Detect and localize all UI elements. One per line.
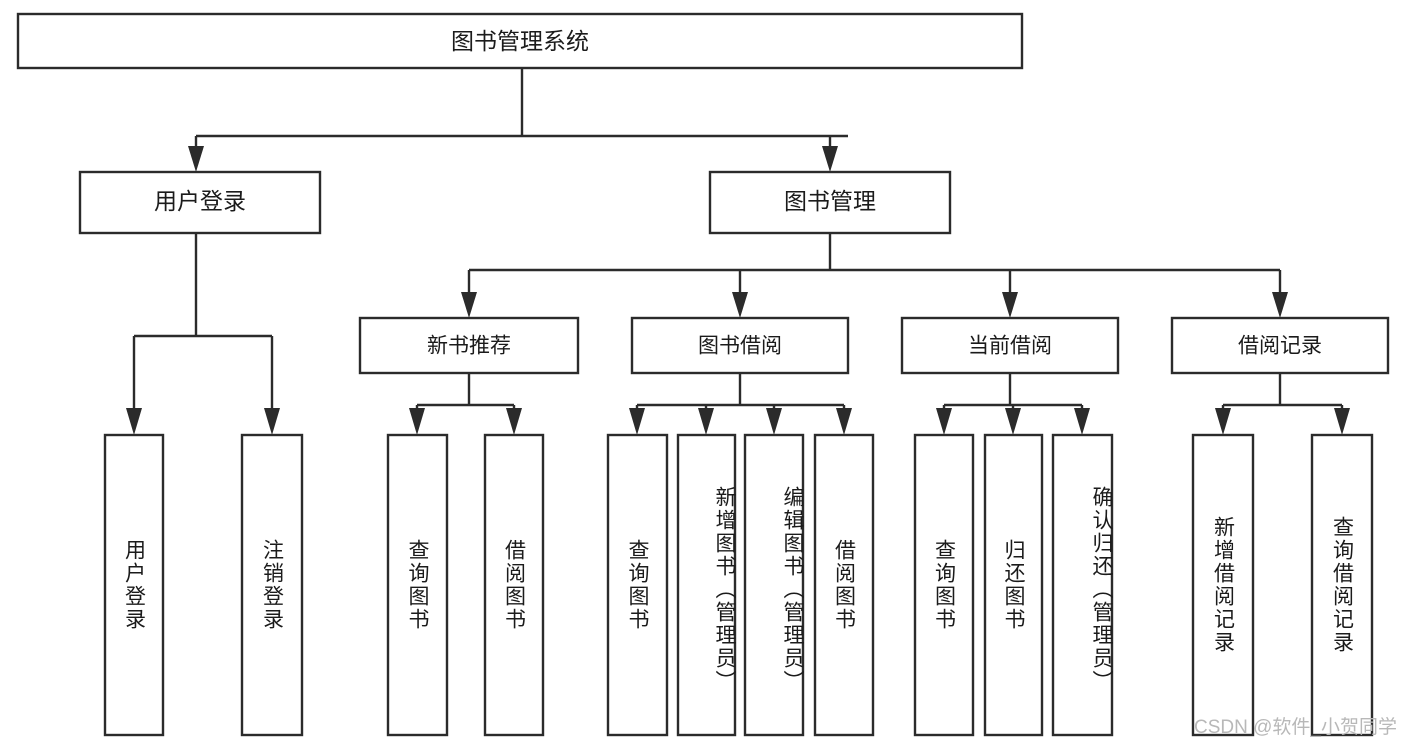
node-borrow-record-box[interactable] [1170, 316, 1390, 375]
node-leaf-query-book-2-box[interactable] [606, 433, 669, 737]
node-leaf-add-book-box[interactable] [676, 433, 737, 737]
csdn-watermark: CSDN @软件_小贺同学 [1194, 717, 1397, 738]
node-current-borrow-label: 当前借阅 [968, 335, 1052, 358]
node-book-borrow-label: 图书借阅 [698, 335, 782, 358]
node-leaf-return-book-box[interactable] [983, 433, 1044, 737]
node-root-label: 图书管理系统 [451, 28, 589, 54]
node-leaf-add-record-box[interactable] [1191, 433, 1255, 737]
arrow-head-leaf-borrow-book-2 [836, 408, 852, 435]
node-borrow-record[interactable]: 借阅记录 [1170, 316, 1390, 375]
node-current-borrow-box[interactable] [900, 316, 1120, 375]
arrow-head-book-management [822, 146, 838, 172]
node-new-book-recommend[interactable]: 新书推荐 [358, 316, 580, 375]
node-leaf-user-login-box[interactable] [103, 433, 165, 737]
arrow-head-leaf-edit-book [766, 408, 782, 435]
arrow-head-leaf-add-book [698, 408, 714, 435]
node-book-borrow-box[interactable] [630, 316, 850, 375]
node-borrow-record-label: 借阅记录 [1238, 335, 1322, 358]
arrow-head-current-borrow [1002, 292, 1018, 318]
node-book-management-box[interactable] [708, 170, 952, 235]
node-user-login-box[interactable] [78, 170, 322, 235]
arrow-head-leaf-logout [264, 408, 280, 435]
arrow-head-user-login [188, 146, 204, 172]
arrow-head-leaf-query-record [1334, 408, 1350, 435]
arrow-head-leaf-query-book-2 [629, 408, 645, 435]
node-leaf-query-book-3-box[interactable] [913, 433, 975, 737]
node-user-login[interactable]: 用户登录 [78, 170, 322, 235]
arrow-head-leaf-add-record [1215, 408, 1231, 435]
node-leaf-borrow-book-2-box[interactable] [813, 433, 875, 737]
node-book-management-label: 图书管理 [784, 188, 876, 214]
arrow-head-leaf-return-book [1005, 408, 1021, 435]
node-leaf-borrow-book-1-box[interactable] [483, 433, 545, 737]
node-root[interactable]: 图书管理系统 [16, 12, 1024, 70]
node-leaf-confirm-return-box[interactable] [1051, 433, 1114, 737]
arrow-head-leaf-query-book-3 [936, 408, 952, 435]
node-new-book-recommend-label: 新书推荐 [427, 335, 511, 358]
node-book-borrow[interactable]: 图书借阅 [630, 316, 850, 375]
node-current-borrow[interactable]: 当前借阅 [900, 316, 1120, 375]
node-new-book-recommend-box[interactable] [358, 316, 580, 375]
connector-layer [126, 68, 1350, 435]
arrow-head-leaf-query-book-1 [409, 408, 425, 435]
node-leaf-query-record-box[interactable] [1310, 433, 1374, 737]
node-leaf-query-book-1-box[interactable] [386, 433, 449, 737]
arrow-head-book-borrow [732, 292, 748, 318]
leaf-box-layer [103, 433, 1374, 737]
arrow-head-new-book-recommend [461, 292, 477, 318]
arrow-head-leaf-confirm-return [1074, 408, 1090, 435]
node-book-management[interactable]: 图书管理 [708, 170, 952, 235]
node-user-login-label: 用户登录 [154, 188, 246, 214]
arrow-head-leaf-borrow-book-1 [506, 408, 522, 435]
node-leaf-edit-book-box[interactable] [743, 433, 805, 737]
arrow-head-borrow-record [1272, 292, 1288, 318]
node-root-box[interactable] [16, 12, 1024, 70]
node-leaf-logout-box[interactable] [240, 433, 304, 737]
arrow-head-leaf-user-login [126, 408, 142, 435]
